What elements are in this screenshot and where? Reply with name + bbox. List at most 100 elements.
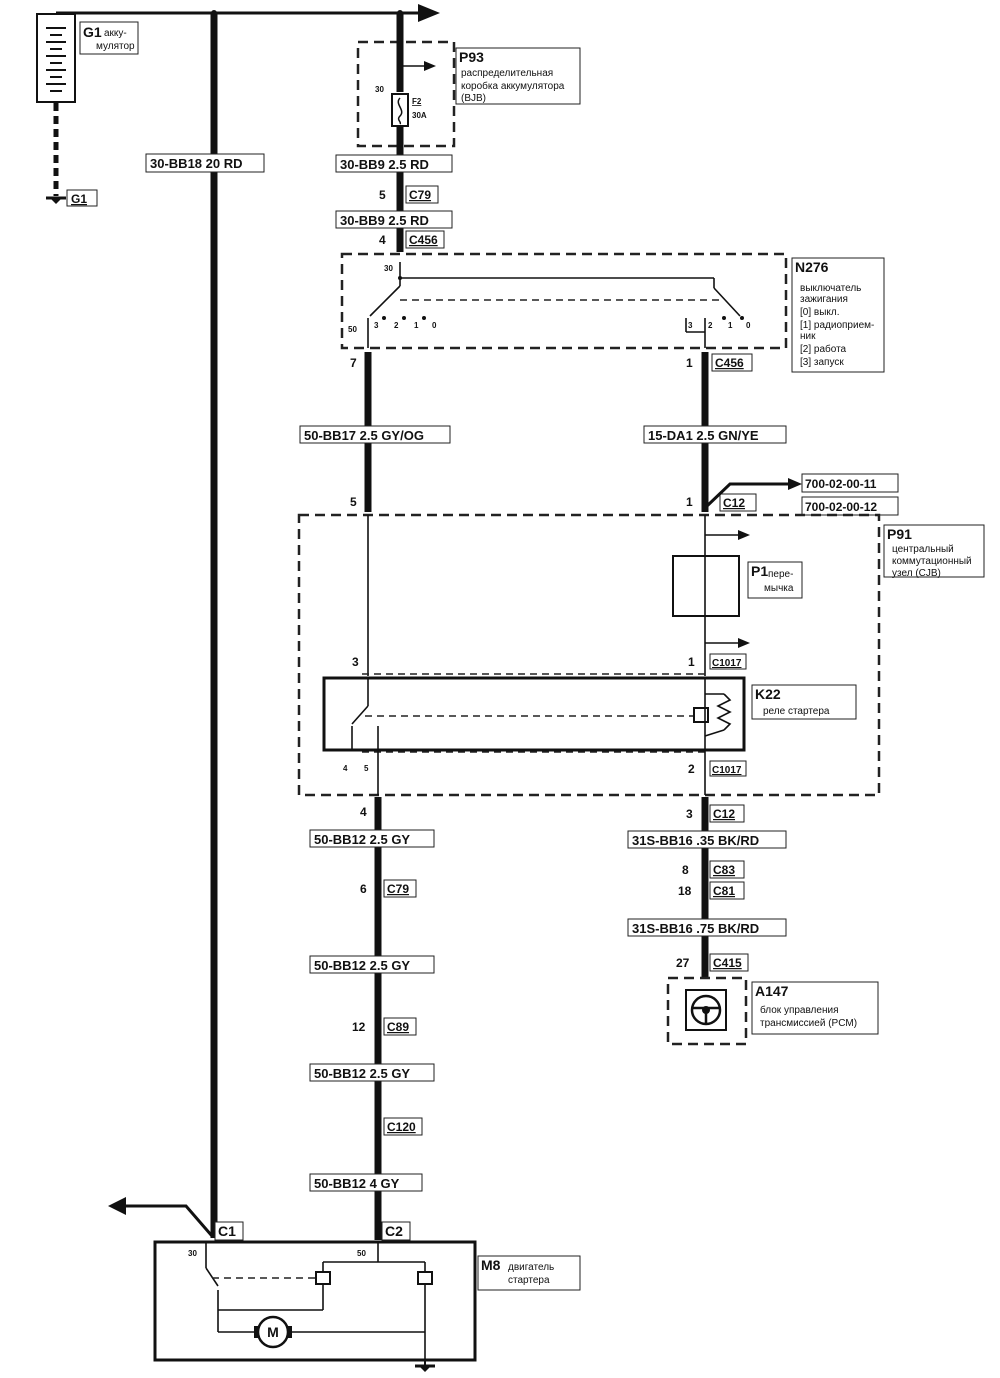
f2-pin: 30 (375, 85, 384, 94)
cjb-branch-arrow-icon (738, 530, 750, 540)
a147-desc-2: трансмиссией (PCM) (760, 1018, 857, 1029)
p1-id: P1 (751, 563, 768, 579)
wire-label-50-bb17: 50-BB17 2.5 GY/OG (304, 428, 424, 443)
k22-pin-5: 5 (364, 764, 369, 773)
wire-label-50-bb12-b: 50-BB12 2.5 GY (314, 958, 410, 973)
g1-ground-id: G1 (71, 192, 87, 206)
motor-label: M (267, 1324, 279, 1340)
p1-jumper-icon (672, 555, 740, 617)
c456-right-id: C456 (715, 356, 744, 370)
top-bus (56, 4, 440, 22)
p93-desc-1: распределительная (461, 68, 553, 79)
a147-pcm: A147 блок управления трансмиссией (PCM) (666, 976, 879, 1046)
n276-left-contact-1: 1 (414, 321, 419, 330)
n276-ignition-switch: 30 50 3 2 1 0 3 2 1 0 N276 выключатель з… (340, 252, 885, 373)
branch-arrow-icon (424, 61, 436, 71)
c2-id: C2 (385, 1223, 403, 1239)
cjb-branch-arrow-2-icon (738, 638, 750, 648)
steering-wheel-icon (690, 994, 722, 1026)
c79-bottom-pin: 6 (360, 882, 367, 896)
m8-solenoid-2-icon (417, 1271, 433, 1285)
n276-left-contact-0: 0 (432, 321, 437, 330)
c81-id: C81 (713, 884, 735, 898)
wire-label-15-da1: 15-DA1 2.5 GN/YE (648, 428, 759, 443)
n276-right-contact-2: 2 (708, 321, 713, 330)
p91-desc-3: узел (CJB) (892, 568, 941, 579)
c12-top-right-pin: 1 (686, 495, 693, 509)
k22-starter-relay: K22 реле стартера (322, 676, 857, 752)
p91-desc-1: центральный (892, 544, 954, 555)
n276-desc-1: выключатель (800, 283, 861, 294)
ref-branch-wire (705, 482, 790, 508)
m8-pin-30: 30 (188, 1249, 197, 1258)
k22-pin-4: 4 (343, 764, 348, 773)
p1-desc-1: пере- (768, 569, 793, 580)
wire-label-30-bb18: 30-BB18 20 RD (150, 156, 243, 171)
wire-label-31s-bb16-a: 31S-BB16 .35 BK/RD (632, 833, 759, 848)
battery-g1: G1 акку- мулятор G1 (36, 13, 139, 207)
c1017-top-pin: 1 (688, 655, 695, 669)
n276-right-contact-3: 3 (688, 321, 693, 330)
n276-desc-2: зажигания (800, 294, 848, 305)
g1-desc-2: мулятор (96, 41, 135, 52)
c89-pin: 12 (352, 1020, 366, 1034)
c89-id: C89 (387, 1020, 409, 1034)
n276-pos-1: [1] радиоприем- (800, 320, 874, 331)
p1-desc-2: мычка (764, 583, 794, 594)
p93-desc-3: (BJB) (461, 93, 486, 104)
wire-label-50-bb12-d: 50-BB12 4 GY (314, 1176, 400, 1191)
n276-pin-50: 50 (348, 325, 357, 334)
motor-icon: M (254, 1315, 292, 1349)
relay-diode-icon (716, 693, 732, 731)
c79-top-pin: 5 (379, 188, 386, 202)
f2-rating: 30A (412, 111, 427, 120)
n276-pos-1b: ник (800, 331, 816, 342)
n276-left-contact-2: 2 (394, 321, 399, 330)
k22-desc: реле стартера (763, 706, 830, 717)
m8-ground-icon (415, 1360, 435, 1372)
c415-pin: 27 (676, 956, 690, 970)
n276-pos-0: [0] выкл. (800, 307, 840, 318)
ref-700-02-00-11: 700-02-00-11 (805, 477, 877, 491)
m8-desc-2: стартера (508, 1275, 550, 1286)
c83-pin: 8 (682, 863, 689, 877)
k22-id: K22 (755, 686, 781, 702)
c415-id: C415 (713, 956, 742, 970)
c83-id: C83 (713, 863, 735, 877)
a147-desc-1: блок управления (760, 1004, 838, 1016)
p91-desc-2: коммутационный (892, 556, 972, 567)
wire-label-50-bb12-a: 50-BB12 2.5 GY (314, 832, 410, 847)
ground-icon (46, 196, 66, 204)
p91-central-junction-box: P91 центральный коммутационный узел (CJB… (297, 513, 985, 797)
m8-id: M8 (481, 1257, 501, 1273)
g1-id: G1 (83, 24, 102, 40)
n276-pos-2: [2] работа (800, 343, 847, 355)
n276-left-contact-3: 3 (374, 321, 379, 330)
n276-pin-30: 30 (384, 264, 393, 273)
wire-label-50-bb12-c: 50-BB12 2.5 GY (314, 1066, 410, 1081)
ref-700-02-00-12: 700-02-00-12 (805, 500, 877, 514)
n276-right-contact-0: 0 (746, 321, 751, 330)
c81-pin: 18 (678, 884, 692, 898)
p93-desc-2: коробка аккумулятора (461, 80, 565, 92)
c1017-bottom-pin: 2 (688, 762, 695, 776)
c1017-top-id: C1017 (712, 658, 742, 669)
p93-id: P93 (459, 49, 484, 65)
c1-branch-arrow-icon (108, 1197, 126, 1215)
relay-coil-icon (693, 707, 709, 723)
c12-bottom-right-pin: 3 (686, 807, 693, 821)
wire-label-31s-bb16-b: 31S-BB16 .75 BK/RD (632, 921, 759, 936)
c120-id: C120 (387, 1120, 416, 1134)
k22-pin-3: 3 (352, 655, 359, 669)
c456-top-id: C456 (409, 233, 438, 247)
m8-desc-1: двигатель (508, 1262, 554, 1273)
bus-continue-arrow-icon (418, 4, 440, 22)
p91-id: P91 (887, 526, 912, 542)
c12-bottom-right-id: C12 (713, 807, 735, 821)
m8-solenoid-1-icon (315, 1271, 331, 1285)
n276-right-out-pin: 1 (686, 356, 693, 370)
n276-left-out-pin: 7 (350, 356, 357, 370)
c12-top-left-pin: 5 (350, 495, 357, 509)
c1-branch-wire (124, 1204, 214, 1237)
